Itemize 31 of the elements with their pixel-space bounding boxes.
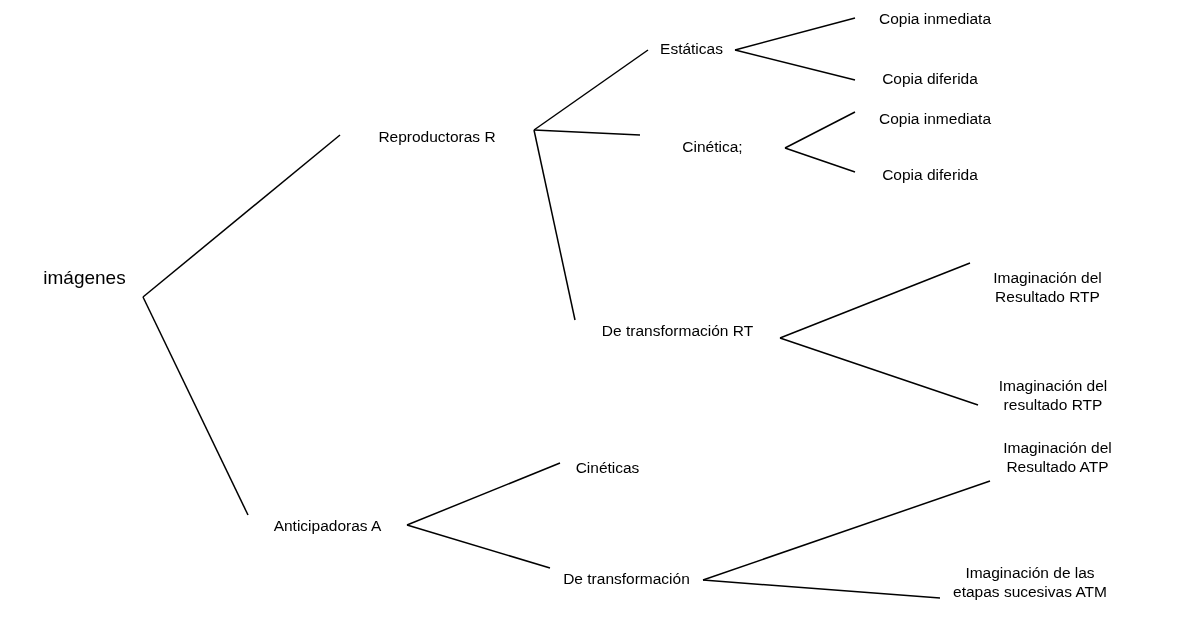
node-label: Copia diferida: [882, 165, 978, 185]
node-label: Imaginación de las etapas sucesivas ATM: [952, 562, 1108, 602]
node-label: Copia diferida: [882, 69, 978, 89]
node-label: Cinética;: [682, 137, 743, 157]
connector-line: [533, 129, 641, 136]
node-label: Anticipadoras A: [273, 516, 382, 536]
node-label: Imaginación del resultado RTP: [997, 375, 1109, 415]
connector-line: [779, 337, 979, 406]
connector-line: [784, 147, 856, 173]
node-label: Reproductoras R: [378, 127, 496, 147]
node-label: Estáticas: [660, 39, 723, 59]
connector-line: [406, 462, 561, 526]
connector-line: [702, 579, 941, 599]
connector-line: [142, 134, 341, 298]
connector-line: [779, 262, 971, 339]
connector-line: [784, 111, 856, 149]
node-label: Copia inmediata: [879, 109, 991, 129]
node-label: De transformación RT: [601, 321, 754, 341]
connector-line: [406, 524, 551, 569]
node-label: imágenes: [43, 266, 126, 290]
node-label: Cinéticas: [575, 458, 640, 478]
connector-line: [734, 49, 856, 81]
connector-line: [142, 296, 249, 516]
connector-line: [734, 17, 856, 51]
connector-line: [533, 49, 649, 131]
node-label: Imaginación del Resultado RTP: [992, 267, 1103, 307]
connector-line: [702, 480, 991, 581]
node-label: Imaginación del Resultado ATP: [1002, 437, 1113, 477]
node-label: De transformación: [563, 569, 690, 589]
node-label: Copia inmediata: [879, 9, 991, 29]
connector-line: [533, 129, 576, 321]
